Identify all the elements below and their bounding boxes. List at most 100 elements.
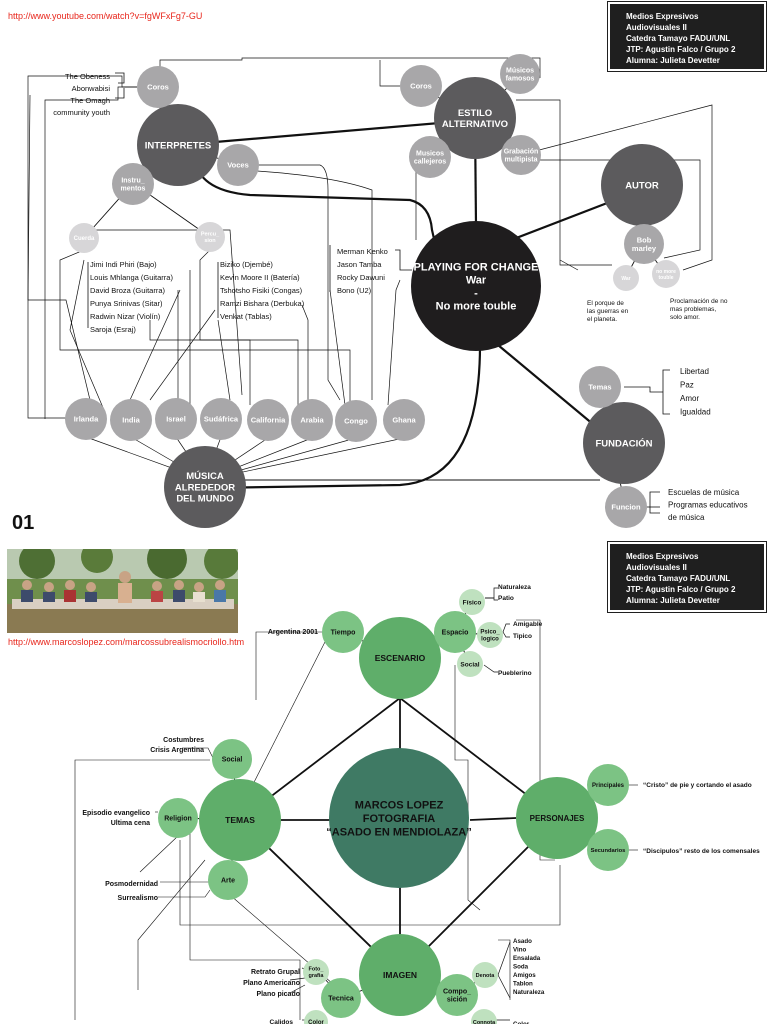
cuerda-node-circle [69,223,99,253]
estilo-alternativo-node-label: ESTILO [458,108,492,119]
percusion-node-label: sion [204,238,216,244]
connector-line [189,830,301,1020]
choir-name: The Obeness [65,72,110,81]
playing-for-change-node-label: - [474,287,478,299]
connector-line [649,491,660,514]
secundarios-node-circle [587,829,629,871]
connector-line [239,631,331,811]
info-line: Medios Expresivos Audiovisuales II [626,552,699,572]
fotografia-node-label: Foto_ [309,967,325,973]
estilo-alternativo-node-circle [434,77,516,159]
musicos-callejeros-node-circle [409,136,451,178]
connector-line [289,984,306,994]
religion-item: Episodio evangelico [82,810,150,817]
place-node-circle [155,398,197,440]
famous-musician: Bono (U2) [337,286,372,295]
fundacion-node-circle [583,402,665,484]
imagen-node-label: IMAGEN [383,970,417,980]
connector-line [90,229,243,396]
famous-musician: Rocky Dawuni [337,273,385,282]
fundacion-node-label: FUNDACIÓN [596,437,653,449]
personajes-node-circle [516,777,598,859]
course-info-box-top: Medios Expresivos Audiovisuales II Cated… [607,1,767,72]
psicologico-node-circle [477,622,503,648]
connector-line [502,631,510,638]
social-escenario-node-label: Social [460,661,479,668]
place-node-label: India [122,416,140,425]
musicos-callejeros-node-label: Musicos [416,150,444,157]
tecnica-node-label: Tecnica [328,996,354,1003]
fotografia-node-circle [303,959,329,985]
place-node-label: Irlanda [74,415,99,424]
connector-line [217,319,231,401]
fisico-item: Patio [498,595,514,602]
marcoslopez-link[interactable]: http://www.marcoslopez.com/marcossubreal… [8,637,245,647]
connector-line [255,164,341,401]
instrumentos-node-circle [112,163,154,205]
connector-line [469,817,517,821]
connector-line [498,939,511,1000]
musica-alrededor-node-circle [164,446,246,528]
psicologico-node-label: logico [481,637,499,643]
social-escenario-node-circle [457,651,483,677]
estilo-alternativo-node-label: ALTERNATIVO [442,119,508,130]
place-node-label: Ghana [392,416,416,425]
tema-item: Igualdad [680,408,711,417]
principales-node-circle [587,764,629,806]
string-player: Jimi Indi Phiri (Bajo) [90,260,157,269]
tecnica-node-circle [321,978,361,1018]
no-more-touble-node-label: touble [659,275,674,281]
playing-for-change-node-circle [411,221,541,351]
connector-line [115,72,125,84]
percussion-player: Biziko (Djembé) [220,260,273,269]
info-line: Medios Expresivos Audiovisuales II [626,12,699,32]
famous-musician: Merman Kenko [337,247,388,256]
connector-line [149,320,251,405]
tema-item: Libertad [680,367,709,376]
connector-line [44,86,137,419]
connector-line [485,597,498,601]
connector-line [139,835,179,873]
escenario-node-circle [359,617,441,699]
color-item: Calidos [270,1019,294,1024]
connector-line [115,88,125,99]
connector-line [662,369,670,415]
connector-line [129,289,181,401]
no-more-touble-node-label: no more [656,269,676,275]
string-player: David Broza (Guitarra) [90,286,166,295]
choir-name: community youth [53,108,110,117]
denota-item: Asado [513,938,532,945]
fotografia-item: Plano Americano [243,980,300,987]
principales-node-label: Principales [592,783,625,789]
denota-item: Naturaleza [513,989,545,996]
autor-node-label: AUTOR [625,180,659,191]
musica-alrededor-node-label: ALREDEDOR [175,482,235,493]
connector-line [179,840,561,926]
war-note: el planeta. [587,316,617,323]
diagram-labels: INTERPRETESESTILOALTERNATIVOAUTORFUNDACI… [53,67,760,1024]
connector-line [519,104,713,271]
playing-for-change-node-label: PLAYING FOR CHANGE [414,261,539,273]
social-item: Crisis Argentina [150,747,204,754]
coros-left-node-label: Coros [147,83,169,92]
musicos-famosos-node-label: Músicos [506,67,534,74]
connota-node-label: Connota [473,1020,496,1024]
grabacion-multipista-node-circle [501,135,541,175]
connector-line [379,60,400,87]
color-node-label: Color [308,1020,324,1024]
place-node-circle [335,400,377,442]
social-escenario-item: Pueblerino [498,670,532,677]
marcos-lopez-center-node-circle [329,748,469,888]
nomore-note: solo amor. [670,314,700,321]
connector-line [27,75,137,419]
espacio-node-circle [434,611,476,653]
youtube-link[interactable]: http://www.youtube.com/watch?v=fgWFxFg7-… [8,11,203,21]
info-line: Alumna: Julieta Devetter [626,596,720,605]
escenario-node-label: ESCENARIO [375,653,426,663]
connector-line [27,94,91,401]
composicion-node-label: Compo_ [443,988,471,995]
secundarios-node-label: Secundarios [591,848,626,854]
tiempo-node-label: Tiempo [331,630,356,637]
info-line: Catedra Tamayo FADU/UNL [626,574,731,583]
playing-for-change-node-label: War [466,274,487,286]
